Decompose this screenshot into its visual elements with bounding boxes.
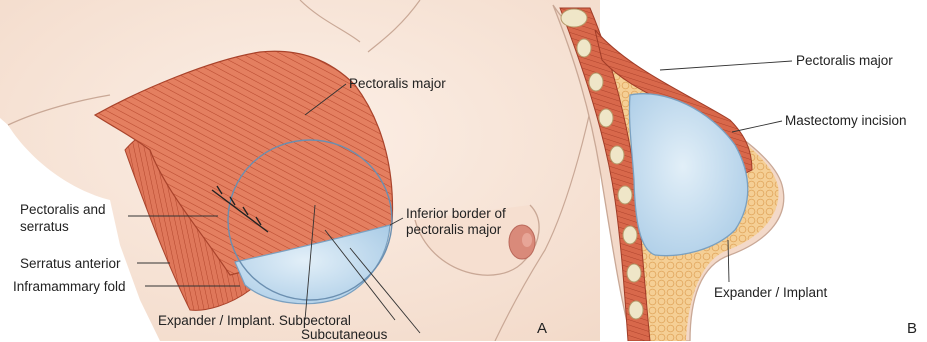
label-inferior-border-line2: pectoralis major <box>406 222 501 237</box>
panel-letter-b: B <box>907 320 917 337</box>
label-serratus-anterior: Serratus anterior <box>20 256 121 271</box>
label-pectoralis-major-a: Pectoralis major <box>349 76 446 91</box>
panel-letter-a: A <box>537 320 547 337</box>
label-pectoralis-and-serratus-line1: Pectoralis and <box>20 202 106 217</box>
label-pectoralis-and-serratus-line2: serratus <box>20 219 69 234</box>
label-pectoralis-major-b: Pectoralis major <box>796 53 893 68</box>
label-expander-implant-b: Expander / Implant <box>714 285 827 300</box>
implant-b <box>629 94 747 256</box>
label-inframammary-fold: Inframammary fold <box>13 279 126 294</box>
label-mastectomy-incision: Mastectomy incision <box>785 113 907 128</box>
label-expander-implant-subpectoral: Expander / Implant. Subpectoral <box>158 313 351 328</box>
label-inferior-border-line1: Inferior border of <box>406 206 506 221</box>
label-subcutaneous: Subcutaneous <box>301 327 387 342</box>
